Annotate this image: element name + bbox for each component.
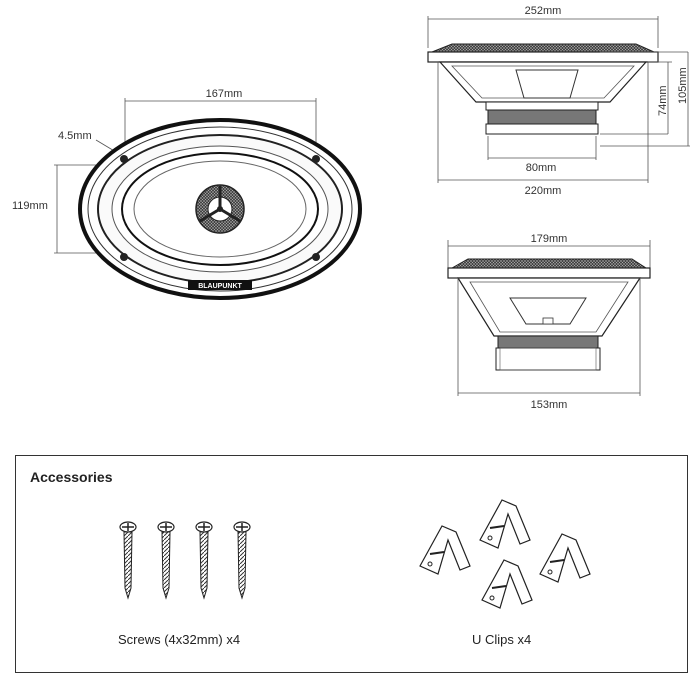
front-width-label: 167mm <box>206 88 243 100</box>
brand-badge <box>188 280 252 290</box>
side2-bottom-label: 153mm <box>531 399 568 411</box>
mount-hole <box>120 155 128 163</box>
accessories-title: Accessories <box>30 469 113 485</box>
front-view: 167mm 119mm 4.5mm BLAUPUNKT <box>12 88 362 300</box>
side1-magnet-label: 80mm <box>526 162 557 174</box>
side1-depth-label: 74mm <box>657 85 669 116</box>
mount-hole <box>312 253 320 261</box>
side-view-small: 179mm 153mm <box>447 233 651 411</box>
screws-illustration <box>119 521 251 600</box>
screw-icon <box>233 521 251 600</box>
hole-size-label: 4.5mm <box>58 130 92 142</box>
clips-caption: U Clips x4 <box>472 632 532 647</box>
u-clip-icon <box>481 559 533 609</box>
screw-icon <box>157 521 175 600</box>
mount-hole <box>312 155 320 163</box>
brand-label: BLAUPUNKT <box>198 283 242 290</box>
screw-icon <box>195 521 213 600</box>
mount-hole <box>120 253 128 261</box>
screw-icon <box>119 521 137 600</box>
side1-bottom-label: 220mm <box>525 185 562 197</box>
side1-width-label: 252mm <box>525 5 562 17</box>
accessories-panel <box>15 455 688 673</box>
side1-height-label: 105mm <box>677 67 689 104</box>
screws-caption: Screws (4x32mm) x4 <box>118 632 241 647</box>
u-clip-icon <box>419 525 471 575</box>
front-height-label: 119mm <box>12 200 48 212</box>
u-clip-icon <box>539 533 591 583</box>
side2-width-label: 179mm <box>531 233 568 245</box>
u-clips-illustration <box>419 499 591 609</box>
u-clip-icon <box>479 499 531 549</box>
side-view-large: 252mm 74mm 105mm 80mm 220mm <box>427 5 690 197</box>
